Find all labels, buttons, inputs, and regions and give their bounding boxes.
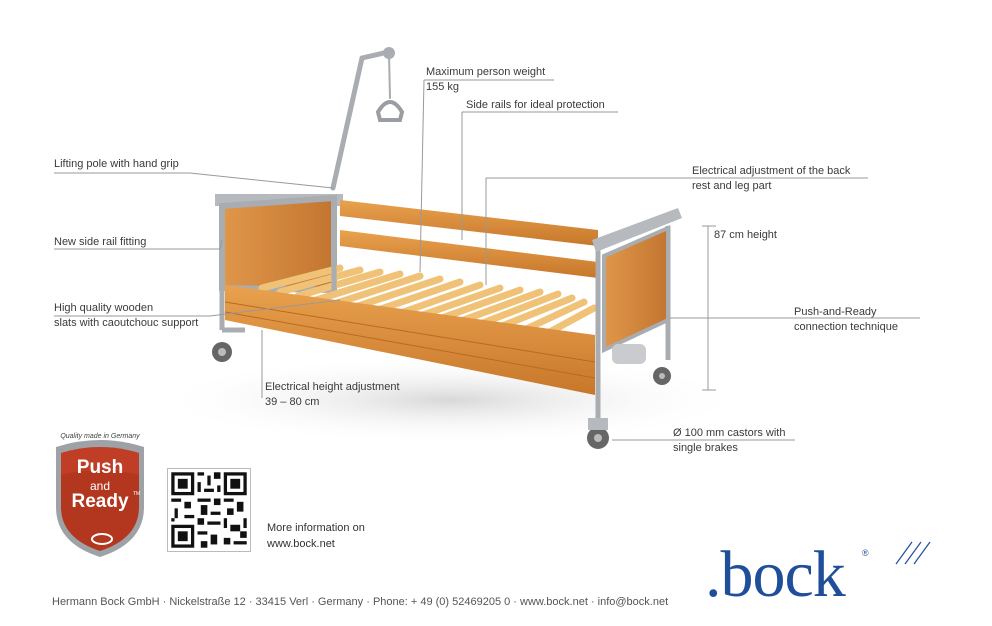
badge-word-ready: Ready — [71, 491, 129, 512]
badge-shield-icon — [56, 440, 144, 557]
label-side-rail-fitting: New side rail fitting — [54, 236, 147, 248]
height-dimension — [702, 225, 716, 391]
hand-grip — [375, 100, 405, 122]
badge-tm: TM — [133, 491, 141, 497]
back-rail-top — [340, 200, 598, 246]
front-rail — [225, 285, 595, 395]
label-side-rails: Side rails for ideal protection — [466, 99, 605, 111]
push-and-ready-badge: Quality made in Germany Push and Ready T… — [50, 433, 150, 560]
footboard-frame — [592, 208, 682, 252]
logo-slashes-icon — [895, 541, 931, 565]
more-info-text: More information on — [267, 522, 365, 534]
more-information: More information on www.bock.net — [267, 520, 365, 552]
pole-knob — [383, 47, 395, 59]
registered-mark: ® — [862, 548, 869, 558]
more-info-link[interactable]: www.bock.net — [267, 538, 335, 550]
back-rail-bottom — [340, 230, 598, 278]
label-lifting-pole: Lifting pole with hand grip — [54, 158, 179, 170]
badge-arc-text: Quality made in Germany — [60, 433, 140, 440]
bock-logo: .bock — [705, 538, 846, 611]
footboard-panel — [602, 224, 670, 354]
badge-word-and: and — [89, 479, 111, 493]
motor — [612, 344, 646, 364]
castors — [212, 342, 671, 449]
label-height: 87 cm height — [714, 229, 777, 241]
qr-code[interactable] — [167, 468, 251, 552]
leader-lines — [54, 79, 920, 441]
qr-code-icon — [168, 469, 250, 551]
footer-contact: Hermann Bock GmbH · Nickelstraße 12 · 33… — [52, 596, 669, 608]
badge-word-push: Push — [76, 457, 124, 478]
